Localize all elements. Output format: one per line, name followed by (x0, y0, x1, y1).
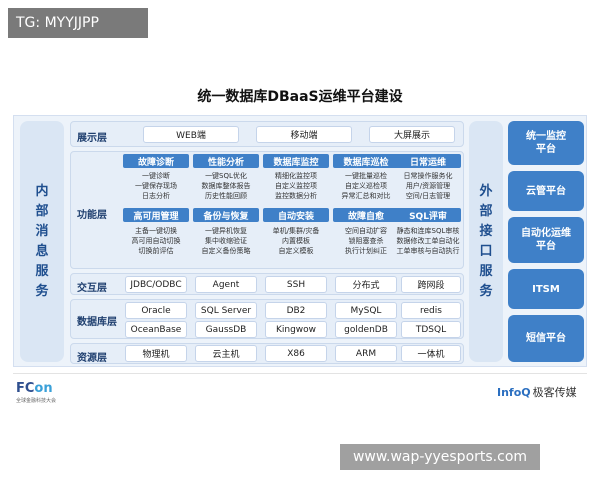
function-details: 单机/集群/灾备内置模板自定义模板 (272, 227, 320, 255)
resource-item: 一体机 (401, 345, 461, 362)
resource-layer: 资源层 物理机 云主机 X86 ARM 一体机 (70, 343, 464, 364)
watermark: www.wap-yyesports.com (340, 444, 540, 470)
function-details: 一键诊断一键保存现场日志分析 (135, 172, 177, 200)
layer-name: 交互层 (77, 283, 107, 294)
internal-message-service: 内 部 消 息 服 务 (20, 121, 64, 362)
function-details: 静态和连库SQL审核数据修改工单自动化工单审核与自动执行 (396, 227, 460, 255)
interaction-item: 分布式 (335, 276, 397, 293)
platform-box: 短信平台 (508, 315, 584, 362)
footer-divider (13, 373, 587, 374)
database-item: TDSQL (401, 321, 461, 338)
database-item: goldenDB (335, 321, 397, 338)
function-details: 主备一键切换高可用自动切换切换前评估 (131, 227, 181, 255)
function-details: 日常操作服务化用户/资源管理空间/日志管理 (403, 172, 453, 200)
external-platforms: 统一监控平台 云管平台 自动化运维平台 ITSM 短信平台 (508, 121, 584, 362)
side-char: 务 (479, 283, 493, 299)
function-head: 数据库监控 (263, 154, 329, 168)
side-char: 服 (35, 263, 49, 279)
platform-box: ITSM (508, 269, 584, 309)
function-details: 一键批量巡检自定义巡检项异常汇总和对比 (341, 172, 391, 200)
fcon-subtitle: 全球金融科技大会 (16, 398, 57, 404)
side-char: 内 (35, 183, 49, 199)
side-char: 部 (479, 203, 493, 219)
database-item: SQL Server (195, 302, 257, 319)
database-item: DB2 (265, 302, 327, 319)
layer-name: 资源层 (77, 353, 107, 364)
interaction-item: SSH (265, 276, 327, 293)
platform-box: 统一监控平台 (508, 121, 584, 165)
interaction-layer: 交互层 JDBC/ODBC Agent SSH 分布式 跨网段 (70, 273, 464, 295)
side-char: 接 (479, 223, 493, 239)
function-head: 故障诊断 (123, 154, 189, 168)
display-item: 大屏展示 (369, 126, 455, 143)
display-layer: 展示层 WEB端 移动端 大屏展示 (70, 121, 464, 147)
function-head: 高可用管理 (123, 208, 189, 222)
function-details: 一键异机恢复集中收缩验证自定义备份策略 (201, 227, 251, 255)
fcon-logo: FCon (16, 381, 53, 396)
function-head: 故障自愈 (333, 208, 399, 222)
display-item: WEB端 (143, 126, 239, 143)
function-head: 备份与恢复 (193, 208, 259, 222)
layer-name: 数据库层 (77, 317, 117, 328)
database-layer: 数据库层 Oracle SQL Server DB2 MySQL redis O… (70, 299, 464, 339)
side-char: 部 (35, 203, 49, 219)
side-char: 服 (479, 263, 493, 279)
database-item: redis (401, 302, 461, 319)
resource-item: X86 (265, 345, 327, 362)
side-char: 息 (35, 243, 49, 259)
function-head: SQL评审 (395, 208, 461, 222)
function-details: 空间自动扩容锁阻塞查杀执行计划纠正 (345, 227, 387, 255)
interaction-item: JDBC/ODBC (125, 276, 187, 293)
interaction-item: 跨网段 (401, 276, 461, 293)
resource-item: ARM (335, 345, 397, 362)
diagram-title: 统一数据库DBaaS运维平台建设 (197, 89, 403, 105)
database-item: OceanBase (125, 321, 187, 338)
function-head: 日常运维 (395, 154, 461, 168)
interaction-item: Agent (195, 276, 257, 293)
function-layer: 功能层 故障诊断 性能分析 数据库监控 数据库巡检 日常运维 一键诊断一键保存现… (70, 151, 464, 269)
function-details: 一键SQL优化数据库整体报告历史性能回顾 (201, 172, 251, 200)
database-item: Kingwow (265, 321, 327, 338)
side-char: 外 (479, 183, 493, 199)
resource-item: 物理机 (125, 345, 187, 362)
corner-tag: TG: MYYJJPP (8, 8, 148, 38)
layer-name: 功能层 (77, 210, 107, 221)
database-item: GaussDB (195, 321, 257, 338)
side-char: 口 (479, 243, 493, 259)
database-item: Oracle (125, 302, 187, 319)
display-item: 移动端 (256, 126, 352, 143)
function-head: 数据库巡检 (333, 154, 399, 168)
platform-box: 自动化运维平台 (508, 217, 584, 263)
resource-item: 云主机 (195, 345, 257, 362)
side-char: 务 (35, 283, 49, 299)
external-interface-service: 外 部 接 口 服 务 (469, 121, 503, 362)
platform-box: 云管平台 (508, 171, 584, 211)
function-head: 性能分析 (193, 154, 259, 168)
side-char: 消 (35, 223, 49, 239)
layer-name: 展示层 (77, 133, 107, 144)
function-head: 自动安装 (263, 208, 329, 222)
database-item: MySQL (335, 302, 397, 319)
function-details: 精细化监控项自定义监控项监控数据分析 (275, 172, 317, 200)
